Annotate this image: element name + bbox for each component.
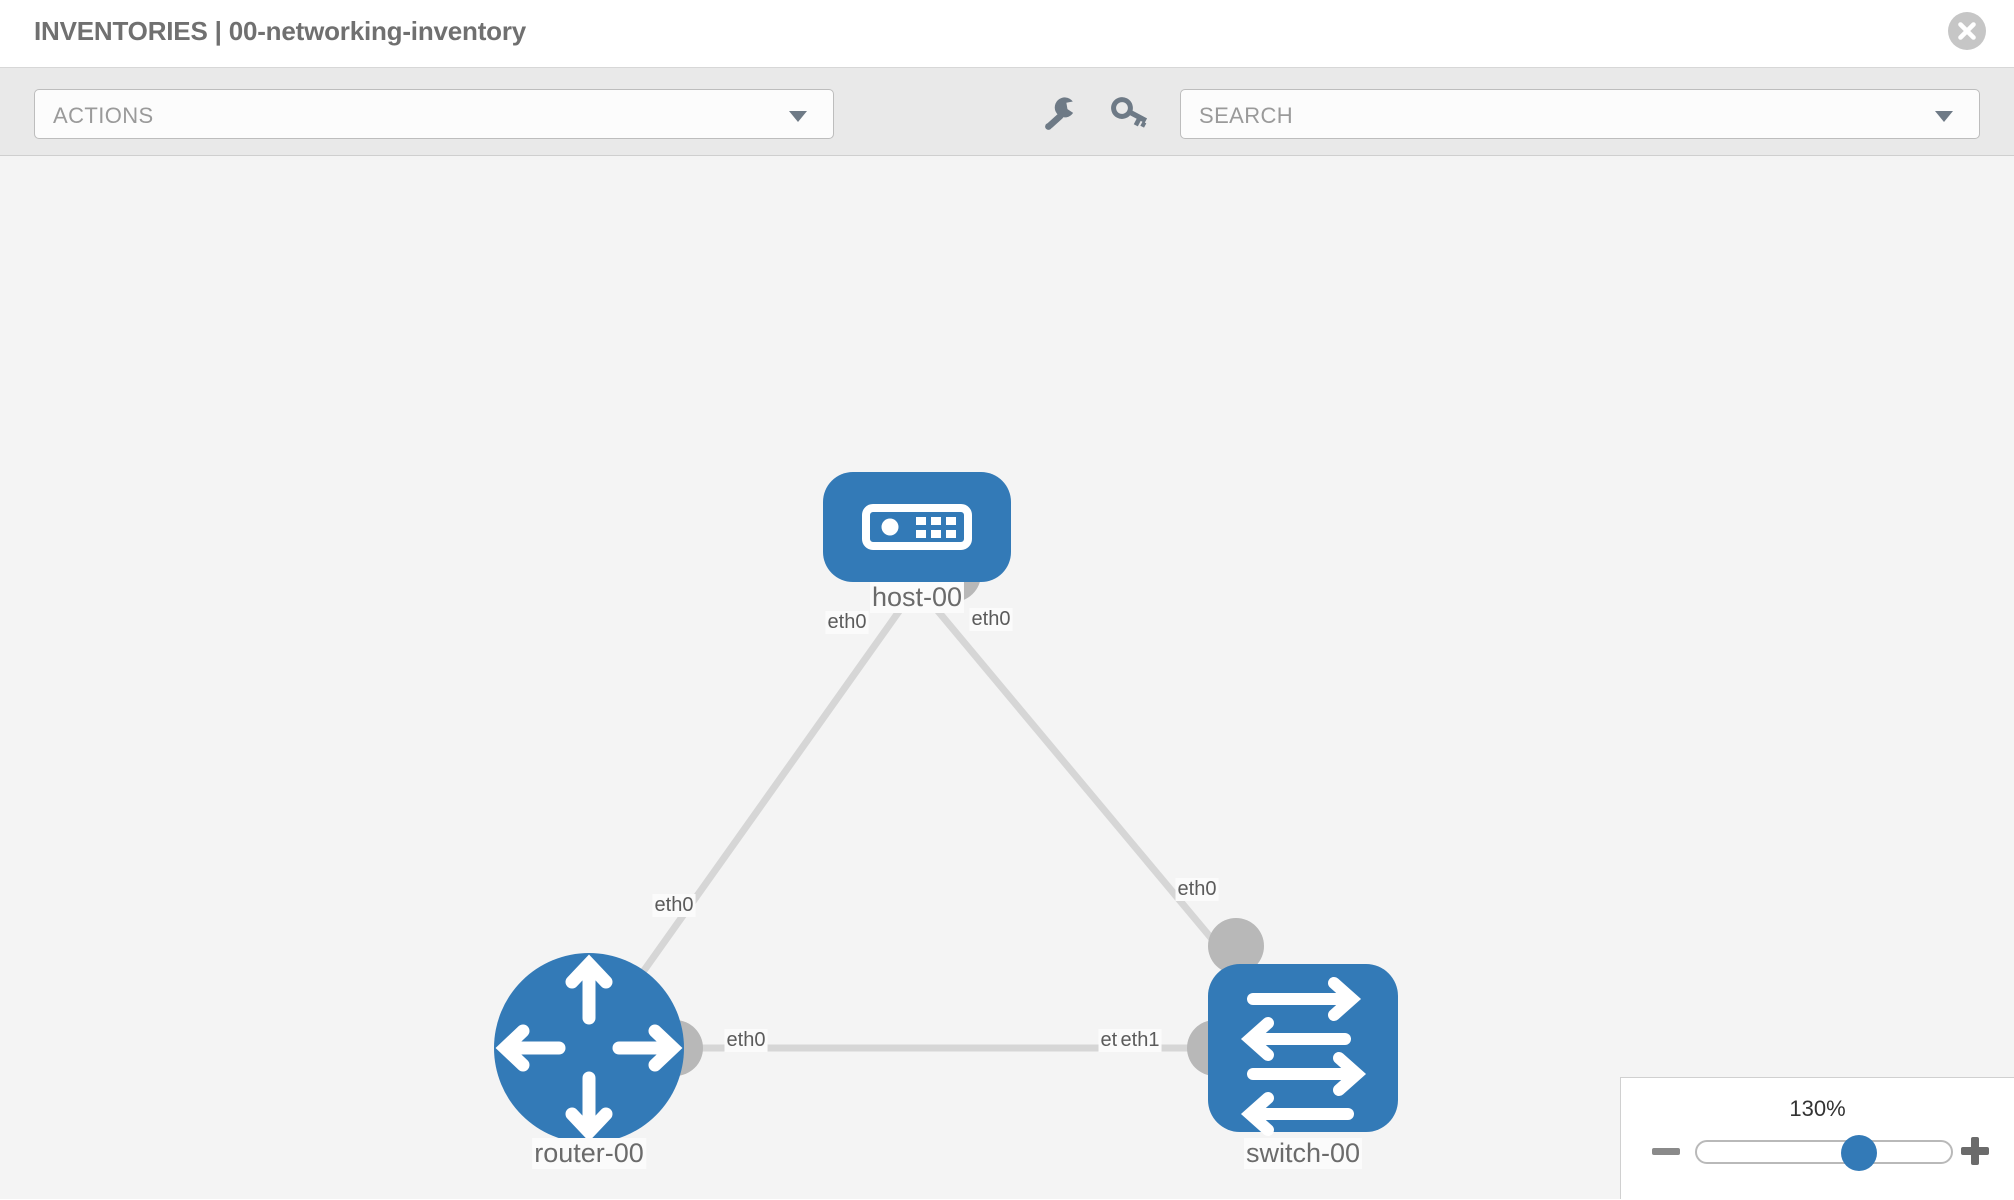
server-icon (862, 504, 972, 550)
page-title: INVENTORIES | 00-networking-inventory (34, 16, 527, 46)
chevron-down-icon (789, 111, 807, 122)
actions-dropdown[interactable]: ACTIONS (34, 89, 834, 139)
zoom-out-button[interactable] (1649, 1134, 1683, 1168)
node-host-00-shape (823, 472, 1011, 582)
zoom-control: 130% (1620, 1077, 2014, 1199)
node-label-host-00: host-00 (869, 582, 965, 613)
interface-label: eth0 (652, 894, 696, 917)
zoom-slider-thumb[interactable] (1841, 1135, 1877, 1171)
node-label-switch-00: switch-00 (1243, 1138, 1363, 1169)
search-placeholder: SEARCH (1199, 103, 1294, 128)
node-label-router-00: router-00 (532, 1138, 646, 1169)
node-router-00 (494, 953, 684, 1143)
actions-dropdown-label: ACTIONS (53, 103, 154, 128)
connector-switch-top (1208, 918, 1264, 974)
interface-label: eth1 (1118, 1029, 1162, 1052)
router-arrows-icon (495, 954, 683, 1142)
node-router-00-shape (494, 953, 684, 1143)
zoom-in-button[interactable] (1958, 1134, 1992, 1168)
wrench-icon[interactable] (1037, 90, 1085, 138)
close-icon[interactable] (1948, 12, 1986, 50)
topology-graph (494, 472, 1398, 1143)
search-input[interactable]: SEARCH (1180, 89, 1980, 139)
switch-arrows-icon (1240, 977, 1367, 1136)
node-host-00 (823, 472, 1011, 582)
interface-label: eth0 (724, 1029, 768, 1052)
page-header: INVENTORIES | 00-networking-inventory (0, 0, 2014, 68)
interface-label: eth0 (825, 611, 869, 634)
key-icon[interactable] (1105, 90, 1153, 138)
interface-label: eth0 (969, 608, 1013, 631)
interface-label: eth0 (1175, 878, 1219, 901)
node-switch-00-shape (1208, 964, 1398, 1132)
zoom-slider[interactable] (1695, 1135, 1953, 1171)
node-switch-00 (1208, 964, 1398, 1136)
topology-canvas[interactable]: host-00 router-00 switch-00 eth0 eth0 et… (0, 156, 2014, 1199)
zoom-level-label: 130% (1789, 1096, 1846, 1121)
topology-links (586, 583, 1306, 1052)
chevron-down-icon[interactable] (1935, 111, 1953, 122)
toolbar: ACTIONS SEARCH (0, 68, 2014, 156)
